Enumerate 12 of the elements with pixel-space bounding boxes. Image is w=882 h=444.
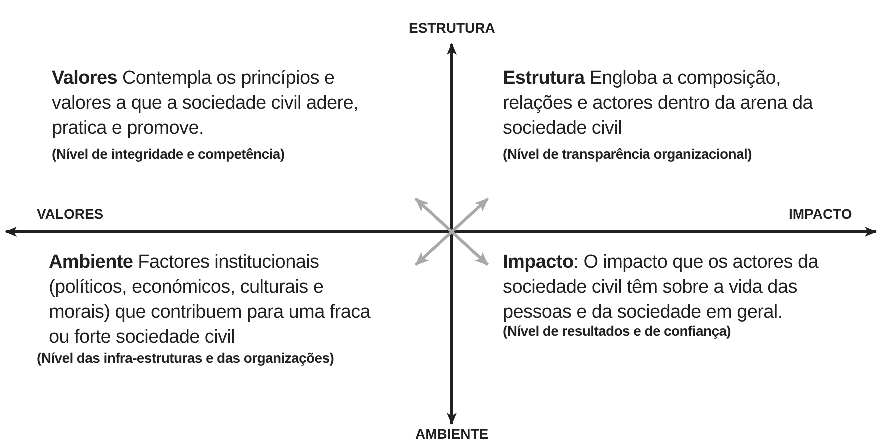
axis-label: IMPACTO — [789, 206, 852, 222]
quadrant-level: (Nível de resultados e de confiança) — [503, 323, 732, 339]
quadrant-level: (Nível de transparência organizacional) — [503, 146, 752, 162]
quadrant-description: Impacto: O impacto que os actores da sociedade civil têm sobre a vida das pessoas e da sociedade em geral. — [503, 251, 820, 325]
quadrant-level: (Nível de integridade e competência) — [52, 146, 285, 162]
axis-label: ESTRUTURA — [409, 20, 496, 36]
quadrant-description: Estrutura Engloba a composição, relações e actores dentro da arena da sociedade civil — [503, 67, 814, 141]
axis-label: AMBIENTE — [416, 426, 489, 442]
quadrant-description: Valores Contempla os princípios e valores a que a sociedade civil adere, pratica e promove. — [52, 67, 360, 141]
quadrant-level: (Nível das infra-estruturas e das organizações) — [37, 350, 334, 366]
axis-label: VALORES — [37, 206, 104, 222]
quadrant-description: Ambiente Factores institucionais (políticos, económicos, culturais e morais) que contribuem para uma fraca ou forte sociedade civil — [49, 251, 372, 350]
